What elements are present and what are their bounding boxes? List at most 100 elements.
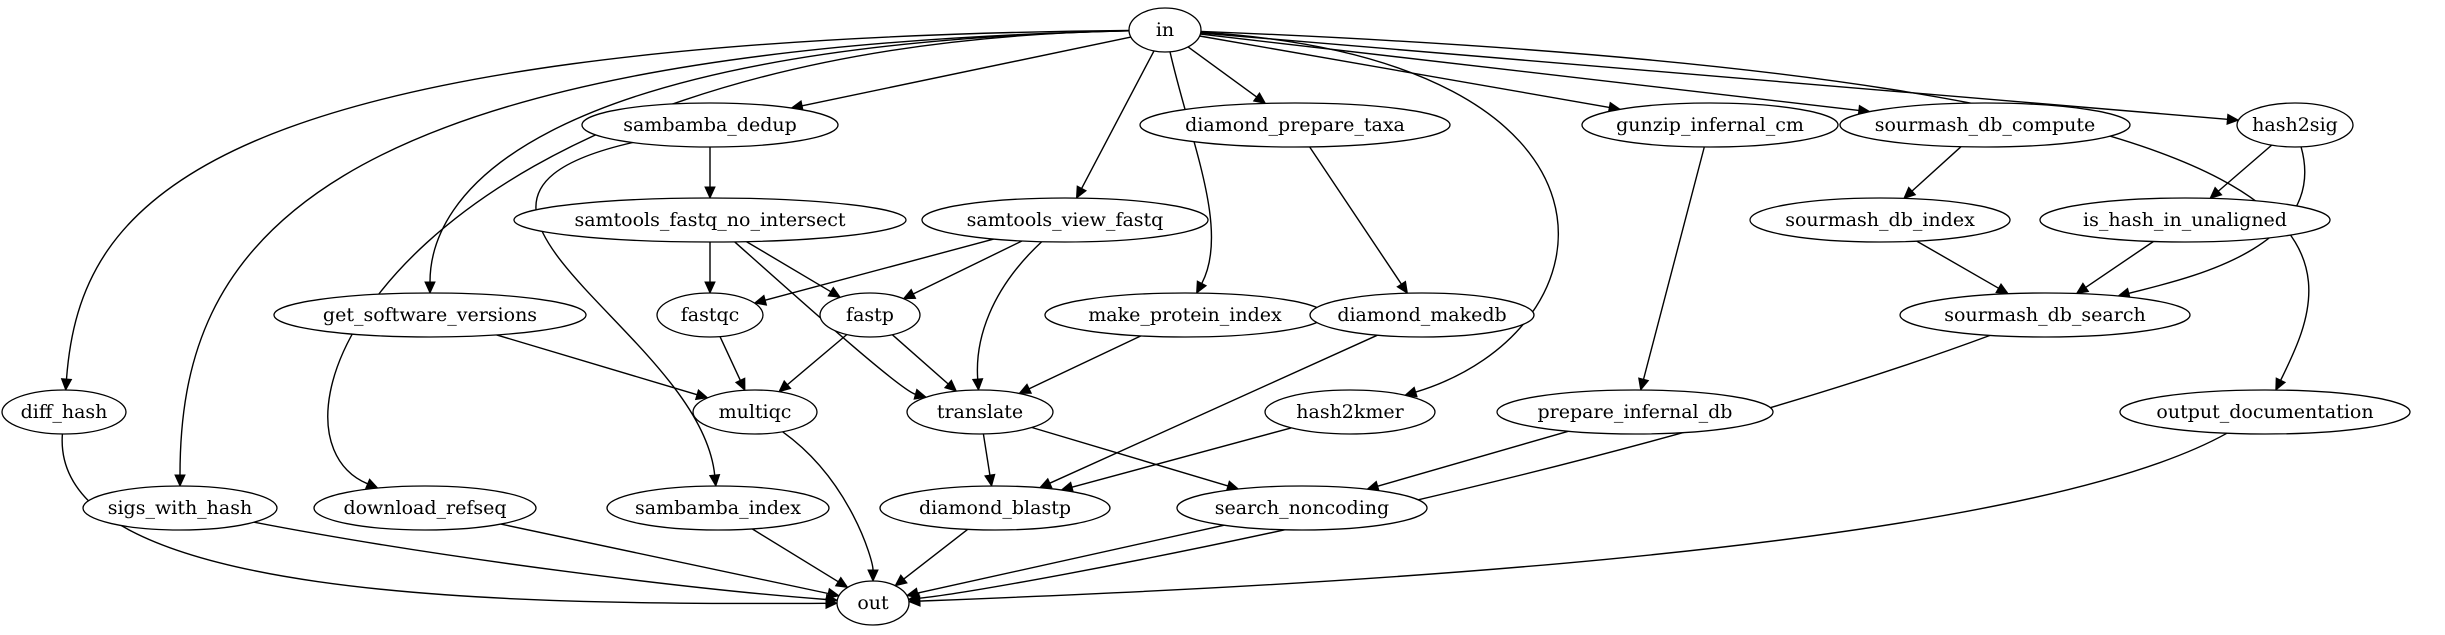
edge-line: [746, 240, 832, 293]
edge-in-to-hash2sig: [1200, 32, 2240, 126]
edge-samtools_fastq_no_intersect-to-fastqc: [704, 242, 716, 295]
edge-prepare_infernal_db-to-search_noncoding: [1365, 430, 1569, 492]
edge-line: [1049, 334, 1378, 484]
node-sigs_with_hash: sigs_with_hash: [82, 485, 278, 531]
edge-line: [976, 241, 1043, 380]
edge-make_protein_index-to-translate: [1018, 335, 1142, 394]
node-translate: translate: [906, 389, 1054, 435]
edge-line: [500, 523, 829, 595]
arrowhead: [943, 379, 958, 392]
node-hash2kmer: hash2kmer: [1264, 389, 1436, 435]
node-get_software_versions: get_software_versions: [273, 292, 587, 338]
edge-line: [1200, 30, 2310, 381]
edge-line: [1169, 51, 1213, 284]
node-label: output_documentation: [2156, 401, 2373, 423]
arrowhead: [826, 587, 841, 600]
node-label: samtools_view_fastq: [967, 209, 1164, 231]
node-label: diff_hash: [21, 401, 108, 423]
nodes-layer: in sambamba_dedup diamond_prepare_taxa gunz…: [1, 7, 2411, 626]
edge-in-to-sigs_with_hash: [174, 30, 1130, 488]
edge-sambamba_index-to-out: [751, 528, 849, 589]
edge-line: [917, 524, 1225, 594]
edge-line: [913, 240, 1023, 295]
edge-line: [1028, 335, 1142, 390]
node-ellipse: [1128, 7, 1202, 53]
node-label: sambamba_dedup: [623, 114, 797, 136]
node-prepare_infernal_db: prepare_infernal_db: [1496, 389, 1774, 435]
node-ellipse: [1, 389, 127, 435]
edge-line: [765, 238, 994, 301]
edge-line: [891, 334, 949, 385]
edges-layer: [60, 29, 2310, 610]
edge-samtools_view_fastq-to-fastqc: [753, 238, 994, 306]
arrowhead: [694, 389, 709, 401]
edge-fastqc-to-multiqc: [719, 336, 746, 392]
arrowhead: [364, 478, 379, 489]
node-ellipse: [273, 292, 587, 338]
edge-line: [496, 334, 698, 396]
edge-diamond_prepare_taxa-to-diamond_makedb: [1309, 146, 1409, 295]
arrowhead: [834, 576, 849, 589]
node-ellipse: [656, 292, 764, 338]
node-label: sourmash_db_index: [1785, 209, 1975, 231]
node-ellipse: [921, 197, 1209, 243]
arrowhead: [2075, 282, 2090, 295]
arrowhead: [1396, 280, 1409, 295]
node-ellipse: [1581, 102, 1839, 148]
edge-line: [1081, 50, 1155, 189]
arrowhead: [1075, 185, 1088, 200]
node-label: hash2sig: [2252, 114, 2338, 136]
edge-line: [1200, 32, 2228, 120]
node-ellipse: [1176, 485, 1428, 531]
edge-samtools_view_fastq-to-translate: [971, 241, 1043, 392]
arrowhead: [984, 473, 996, 488]
edge-translate-to-search_noncoding: [1031, 426, 1240, 492]
arrowhead: [971, 378, 984, 392]
node-ellipse: [1496, 389, 1774, 435]
node-ellipse: [1309, 292, 1535, 338]
arrowhead: [1252, 91, 1267, 105]
arrowhead: [174, 474, 186, 488]
edge-line: [2128, 146, 2306, 294]
arrowhead: [753, 294, 768, 306]
edge-in-to-samtools_view_fastq: [1075, 50, 1155, 200]
edge-diamond_blastp-to-out: [894, 528, 969, 587]
edge-multiqc-to-out: [782, 431, 879, 583]
edge-sigs_with_hash-to-out: [253, 521, 839, 606]
arrowhead: [1995, 282, 2010, 295]
edge-samtools_fastq_no_intersect-to-fastp: [746, 240, 842, 298]
node-label: sigs_with_hash: [108, 497, 253, 519]
edge-in-to-hash2kmer: [1200, 31, 1559, 398]
node-sambamba_dedup: sambamba_dedup: [581, 102, 839, 148]
edge-fastp-to-translate: [891, 334, 958, 392]
edge-output_documentation-to-out: [907, 432, 2228, 607]
node-gunzip_infernal_cm: gunzip_infernal_cm: [1581, 102, 1839, 148]
node-search_noncoding: search_noncoding: [1176, 485, 1428, 531]
edge-in-to-get_software_versions: [424, 30, 1130, 295]
edge-search_noncoding-to-out: [905, 524, 1225, 599]
arrowhead: [708, 474, 721, 488]
arrowhead: [894, 574, 908, 587]
node-diamond_prepare_taxa: diamond_prepare_taxa: [1139, 102, 1451, 148]
arrowhead: [2275, 377, 2287, 392]
node-label: diamond_makedb: [1337, 304, 1506, 326]
edge-line: [1200, 31, 1559, 393]
arrowhead: [907, 595, 921, 607]
edge-line: [1200, 33, 1859, 112]
node-in: in: [1128, 7, 1202, 53]
node-sourmash_db_index: sourmash_db_index: [1749, 197, 2011, 243]
node-ellipse: [581, 102, 839, 148]
node-ellipse: [692, 389, 818, 435]
node-ellipse: [879, 485, 1111, 531]
arrowhead: [827, 286, 842, 298]
node-fastqc: fastqc: [656, 292, 764, 338]
node-download_refseq: download_refseq: [313, 485, 537, 531]
node-label: sourmash_db_search: [1944, 304, 2145, 326]
edge-hash2kmer-to-diamond_blastp: [1060, 427, 1292, 493]
arrowhead: [704, 186, 716, 200]
arrowhead: [1196, 280, 1208, 295]
node-is_hash_in_unaligned: is_hash_in_unaligned: [2039, 197, 2331, 243]
edge-line: [327, 30, 1130, 485]
edge-line: [1031, 426, 1229, 487]
node-label: fastqc: [681, 304, 740, 326]
